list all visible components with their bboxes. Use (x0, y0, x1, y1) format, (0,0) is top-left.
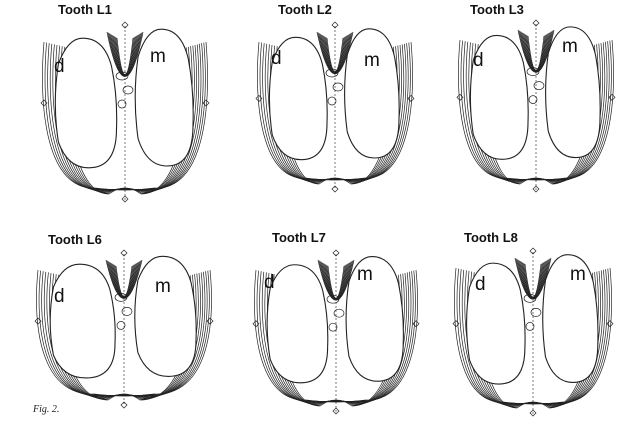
distal-root-label: d (54, 286, 65, 307)
local-contour (327, 96, 337, 106)
distal-root-label: d (271, 48, 282, 69)
local-contour (530, 308, 542, 317)
reference-marker (40, 99, 48, 107)
distal-root-outline (268, 36, 328, 161)
mesial-root-label: m (570, 264, 586, 285)
panel-title: Tooth L8 (464, 230, 518, 245)
local-contour (523, 294, 537, 303)
panel-tooth-l3: Tooth L3 (450, 2, 642, 202)
distal-root-outline (266, 264, 329, 384)
local-contour (526, 67, 540, 76)
local-contour (116, 321, 126, 330)
local-contour (325, 68, 339, 78)
mesial-root-outline (134, 28, 194, 167)
mesial-root-outline (545, 26, 601, 159)
panel-title: Tooth L6 (48, 232, 102, 247)
reference-marker (532, 19, 540, 27)
reference-marker (120, 249, 128, 257)
mesial-root-label: m (357, 264, 373, 285)
figure-caption: Fig. 2. (33, 404, 60, 415)
distal-root-outline (49, 263, 116, 379)
reference-marker (412, 320, 420, 328)
contour-diagram-l6 (34, 249, 214, 409)
panel-tooth-l2: Tooth L2 (258, 2, 458, 202)
distal-root-outline (469, 34, 529, 160)
distal-root-label: d (54, 56, 65, 77)
panel-tooth-l6: Tooth L6 (30, 232, 230, 432)
distal-root-label: d (473, 50, 484, 71)
mesial-root-label: m (155, 276, 171, 297)
contour-diagram-l7 (252, 249, 420, 415)
distal-root-outline (466, 262, 526, 385)
contour-diagram-l3 (456, 19, 616, 193)
reference-marker (332, 407, 340, 415)
local-contour (333, 308, 345, 318)
mesial-root-label: m (562, 36, 578, 57)
distal-root-label: d (475, 274, 486, 295)
panel-tooth-l7: Tooth L7 (252, 230, 452, 430)
mesial-root-outline (542, 254, 599, 383)
panel-tooth-l8: Tooth L8 (446, 230, 642, 430)
local-contour (117, 99, 127, 109)
local-contour (121, 307, 133, 316)
reference-marker (255, 95, 263, 102)
panel-tooth-l1: Tooth L1 (38, 2, 238, 202)
distal-root-label: d (264, 272, 275, 293)
local-contour (114, 293, 128, 302)
local-contour (528, 95, 538, 104)
contour-diagram-l8 (452, 247, 614, 417)
local-contour (525, 322, 535, 331)
mesial-root-label: m (364, 50, 380, 71)
local-contour (326, 294, 340, 304)
reference-marker (456, 93, 464, 101)
local-contour (328, 322, 338, 332)
panel-title: Tooth L2 (278, 2, 332, 17)
reference-marker (452, 320, 460, 328)
local-contour (122, 85, 134, 95)
reference-marker (252, 320, 260, 328)
reference-marker (331, 185, 339, 193)
contour-diagram-l1 (40, 21, 210, 203)
mesial-root-label: m (150, 46, 166, 67)
mesial-root-outline (134, 255, 197, 377)
reference-marker (121, 195, 129, 203)
mesial-root-outline (345, 256, 404, 382)
reference-marker (529, 409, 537, 417)
reference-marker (608, 93, 616, 101)
panel-title: Tooth L3 (470, 2, 524, 17)
panel-title: Tooth L7 (272, 230, 326, 245)
reference-marker (206, 317, 214, 325)
local-contour (115, 71, 129, 81)
reference-marker (532, 185, 540, 193)
reference-marker (34, 317, 42, 325)
reference-marker (332, 249, 340, 257)
reference-marker (202, 99, 210, 107)
reference-marker (120, 401, 128, 409)
reference-marker (331, 21, 339, 29)
distal-root-outline (54, 37, 118, 169)
reference-marker (529, 247, 537, 255)
panel-title: Tooth L1 (58, 2, 112, 17)
contour-diagram-l2 (255, 21, 415, 193)
reference-marker (121, 21, 129, 29)
reference-marker (606, 320, 614, 328)
local-contour (533, 81, 545, 90)
reference-marker (407, 95, 415, 102)
mesial-root-outline (344, 28, 400, 159)
local-contour (332, 82, 344, 92)
